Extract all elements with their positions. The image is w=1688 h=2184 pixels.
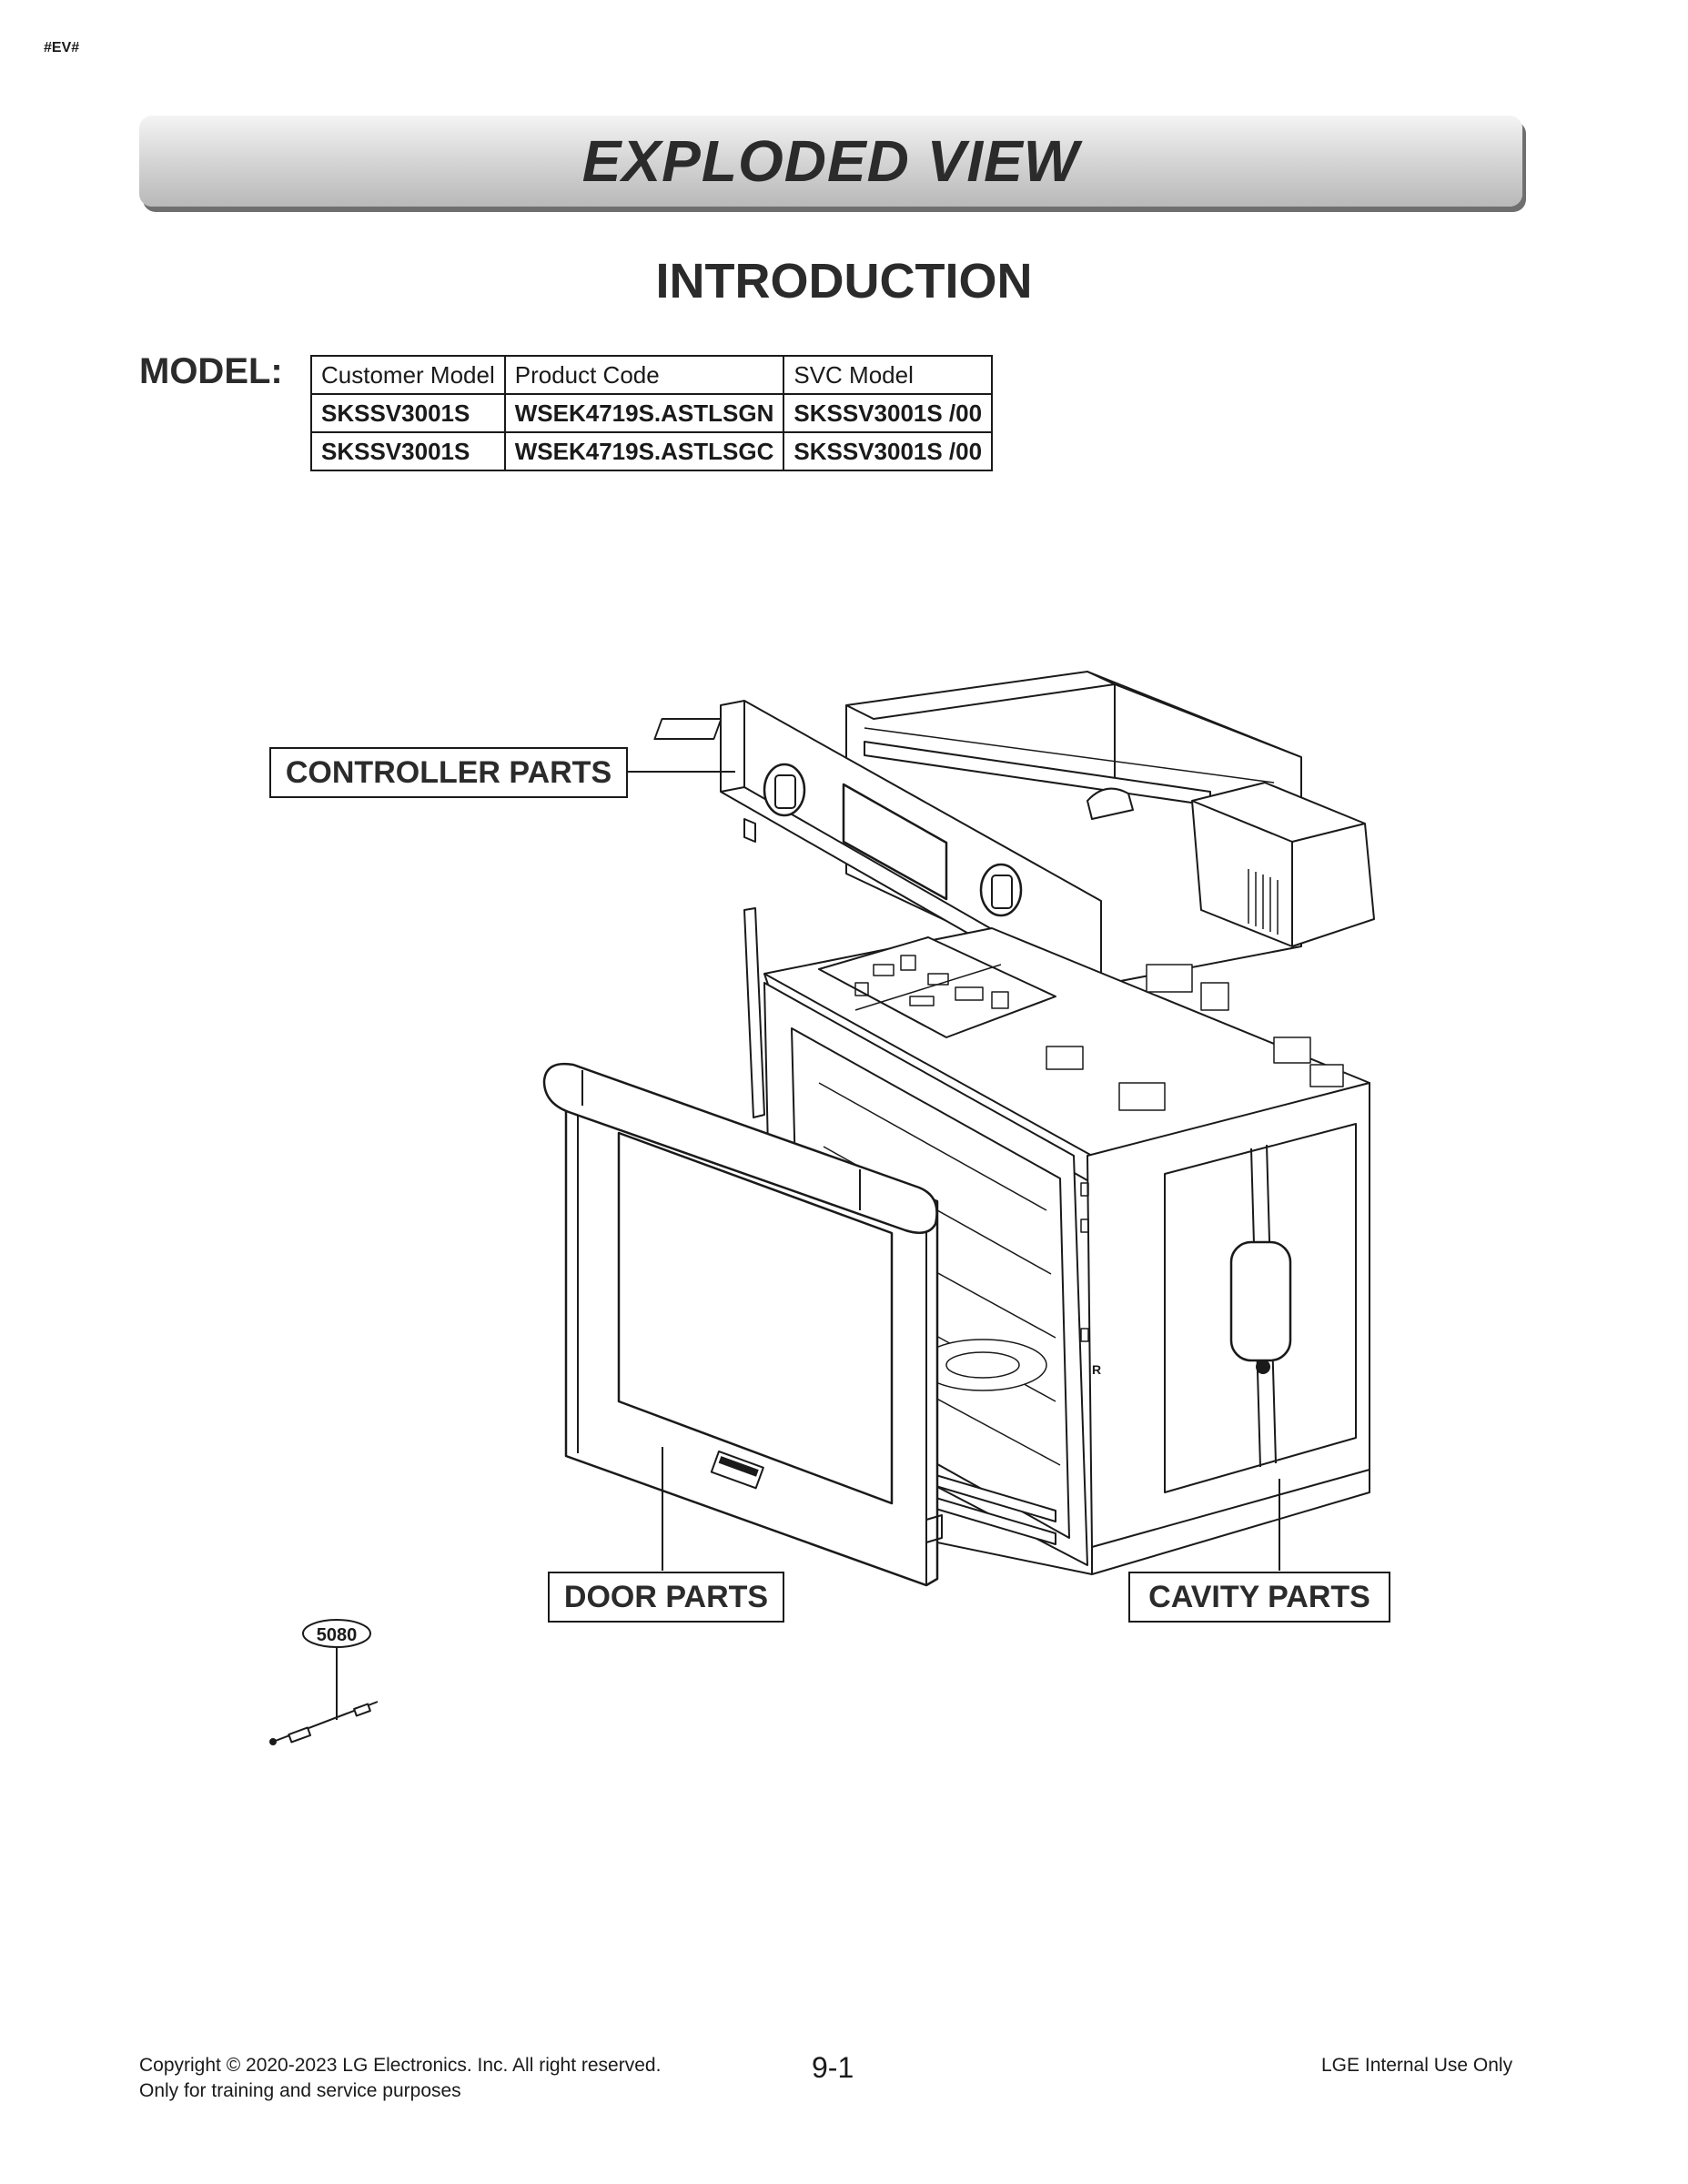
door-parts-label: DOOR PARTS xyxy=(548,1572,784,1623)
cavity-parts-label: CAVITY PARTS xyxy=(1128,1572,1390,1623)
title-banner: EXPLODED VIEW xyxy=(139,116,1522,207)
table-row: SKSSV3001S WSEK4719S.ASTLSGN SKSSV3001S … xyxy=(310,393,994,433)
knob-icon xyxy=(763,763,806,817)
knob-icon xyxy=(979,863,1023,917)
door-emblem xyxy=(710,1451,764,1490)
model-label: MODEL: xyxy=(139,351,283,391)
part-5080-number: 5080 xyxy=(317,1625,358,1645)
cell-customer-model: SKSSV3001S xyxy=(310,393,506,433)
cell-customer-model: SKSSV3001S xyxy=(310,431,506,471)
header-svc-model: SVC Model xyxy=(783,355,994,395)
footer-purpose: Only for training and service purposes xyxy=(139,2080,461,2101)
cavity-letter: R xyxy=(1092,1362,1101,1377)
footer-copyright: Copyright © 2020-2023 LG Electronics. In… xyxy=(139,2055,662,2076)
section-title: INTRODUCTION xyxy=(655,254,1033,308)
door-assembly xyxy=(542,1062,943,1587)
page-number: 9-1 xyxy=(812,2051,854,2084)
model-table: Customer Model Product Code SVC Model SK… xyxy=(310,355,994,471)
controller-parts-label: CONTROLLER PARTS xyxy=(269,747,628,798)
table-header-row: Customer Model Product Code SVC Model xyxy=(310,355,994,395)
footer-internal: LGE Internal Use Only xyxy=(1321,2055,1513,2076)
footer-copyright-block: Copyright © 2020-2023 LG Electronics. In… xyxy=(139,2053,661,2104)
cell-product-code: WSEK4719S.ASTLSGN xyxy=(503,393,785,433)
banner-title: EXPLODED VIEW xyxy=(581,128,1080,194)
document-tag: #EV# xyxy=(44,40,80,56)
cell-product-code: WSEK4719S.ASTLSGC xyxy=(503,431,785,471)
cell-svc-model: SKSSV3001S /00 xyxy=(783,431,994,471)
header-customer-model: Customer Model xyxy=(310,355,506,395)
table-row: SKSSV3001S WSEK4719S.ASTLSGC SKSSV3001S … xyxy=(310,431,994,471)
part-5080 xyxy=(269,1619,379,1745)
header-product-code: Product Code xyxy=(503,355,785,395)
controller-assembly xyxy=(653,671,1375,1020)
cell-svc-model: SKSSV3001S /00 xyxy=(783,393,994,433)
